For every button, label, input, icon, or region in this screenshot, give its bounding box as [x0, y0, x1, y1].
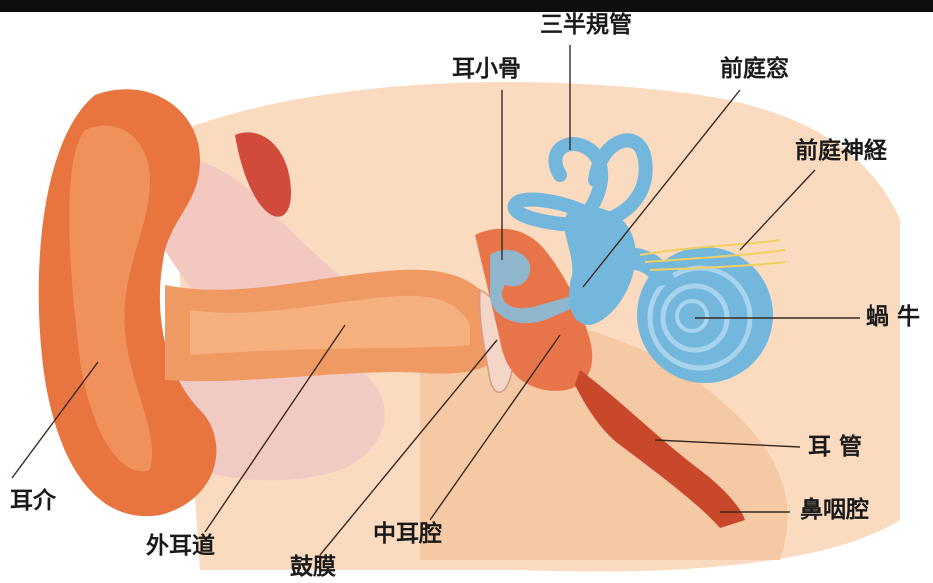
label-oval-window: 前庭窓: [720, 58, 789, 81]
label-middle-ear-cavity: 中耳腔: [373, 523, 442, 546]
label-vestibular-nerve: 前庭神経: [795, 140, 887, 163]
label-auricle: 耳介: [10, 490, 56, 513]
label-semicircular-canals: 三半規管: [540, 14, 632, 37]
label-ossicles: 耳小骨: [452, 58, 521, 81]
label-nasopharynx: 鼻咽腔: [800, 499, 869, 522]
label-cochlea: 蝸 牛: [866, 306, 920, 329]
label-eustachian-tube: 耳 管: [808, 436, 862, 459]
label-eardrum: 鼓膜: [290, 556, 336, 579]
label-external-canal: 外耳道: [146, 535, 215, 558]
